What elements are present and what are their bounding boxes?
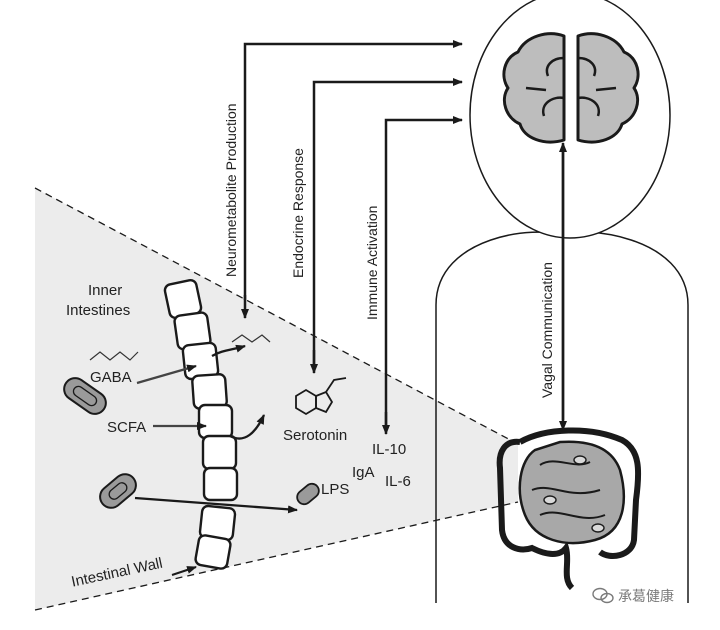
- gaba-label: GABA: [90, 369, 132, 386]
- lps-arrow: [134, 496, 298, 514]
- vagal-pathway-label: Vagal Communication: [539, 262, 555, 398]
- scfa-label: SCFA: [107, 419, 147, 436]
- wall-cell: [194, 534, 232, 570]
- gaba-arrow: [136, 364, 197, 385]
- il10-label: IL-10: [372, 441, 407, 458]
- immune-arrow: [384, 116, 463, 430]
- gaba-release-arrow: [211, 344, 246, 357]
- inner-intestines-label-line1: Inner: [88, 282, 123, 299]
- neurometabolite-molecule-icon: [231, 334, 271, 343]
- scfa-release-arrow: [229, 414, 266, 440]
- head-outline: [469, 0, 671, 239]
- magnified-zone: [35, 188, 518, 610]
- gaba-molecule-icon: [89, 351, 139, 361]
- inner-intestines-label-line2: Intestines: [66, 302, 131, 319]
- immune-pathway-label: Immune Activation: [364, 205, 380, 320]
- serotonin-label: Serotonin: [283, 427, 348, 444]
- wall-cell: [201, 434, 238, 471]
- zone-edge-bottom: [34, 501, 519, 611]
- watermark-text: 承葛健康: [618, 588, 674, 604]
- wall-cell: [197, 403, 234, 440]
- intestinal-wall: [163, 278, 239, 570]
- watermark: 承葛健康: [592, 586, 674, 606]
- bacterium-small-icon: [296, 482, 320, 506]
- neurometabolite-pathway-label: Neurometabolite Production: [223, 103, 239, 277]
- intestines-icon: [496, 427, 642, 591]
- serotonin-molecule-icon: [295, 377, 347, 416]
- endocrine-pathway-label: Endocrine Response: [290, 148, 306, 278]
- neurometabolite-arrow-to-brain: [243, 40, 463, 300]
- wechat-bubble-icon: [592, 587, 614, 604]
- lps-label: LPS: [321, 481, 350, 498]
- intestinal-wall-pointer: [171, 566, 197, 576]
- endocrine-arrow: [312, 78, 463, 365]
- wall-cell: [191, 373, 228, 410]
- iga-label: IgA: [352, 464, 375, 481]
- wall-cell: [202, 466, 239, 502]
- il6-label: IL-6: [385, 473, 411, 490]
- brain-icon: [502, 32, 640, 144]
- bacterium-gaba-icon: [63, 377, 107, 415]
- bacterium-lps-icon: [99, 473, 137, 509]
